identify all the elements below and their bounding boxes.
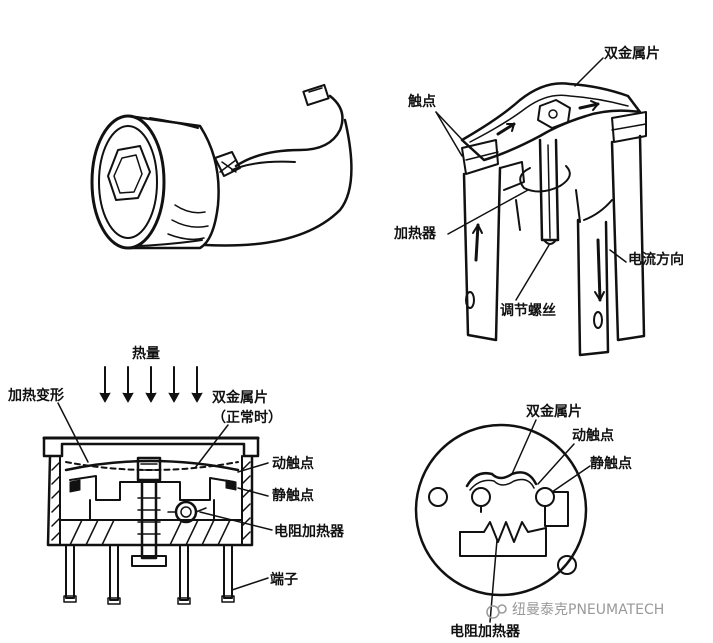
bimetal-structure-sketch: [460, 82, 647, 357]
label-current-direction: 电流方向: [628, 252, 684, 268]
watermark-text: 纽曼泰克PNEUMATECH: [512, 602, 665, 618]
thermostat-cross-section: [42, 366, 260, 605]
label-bimetal-top: 双金属片: [604, 46, 660, 62]
bottom-left-pointer-lines: [57, 402, 273, 591]
label-contact-top: 触点: [408, 94, 436, 110]
label-static-contact-left: 静触点: [272, 488, 314, 504]
thermostat-schematic: [414, 423, 588, 597]
thermostat-unit-sketch: [90, 83, 353, 250]
label-heating-deform: 加热变形: [8, 388, 64, 404]
label-moving-contact-right: 动触点: [572, 428, 614, 444]
heat-arrows: [99, 366, 203, 403]
label-heat: 热量: [132, 346, 160, 362]
label-static-contact-right: 静触点: [590, 456, 632, 472]
label-resistance-heater-right: 电阻加热器: [450, 624, 520, 640]
label-resistance-heater-left: 电阻加热器: [274, 524, 344, 540]
label-bimetal-right: 双金属片: [526, 404, 582, 420]
top-right-pointer-lines: [435, 57, 627, 301]
label-normal-state: （正常时）: [212, 410, 282, 426]
bottom-right-pointer-lines: [489, 419, 591, 623]
label-moving-contact-left: 动触点: [272, 456, 314, 472]
watermark-icon: [486, 604, 507, 619]
label-adjust-screw: 调节螺丝: [500, 303, 556, 319]
label-heater-top: 加热器: [394, 226, 436, 242]
label-terminal: 端子: [270, 572, 298, 588]
label-bimetal-normal: 双金属片: [212, 390, 268, 406]
